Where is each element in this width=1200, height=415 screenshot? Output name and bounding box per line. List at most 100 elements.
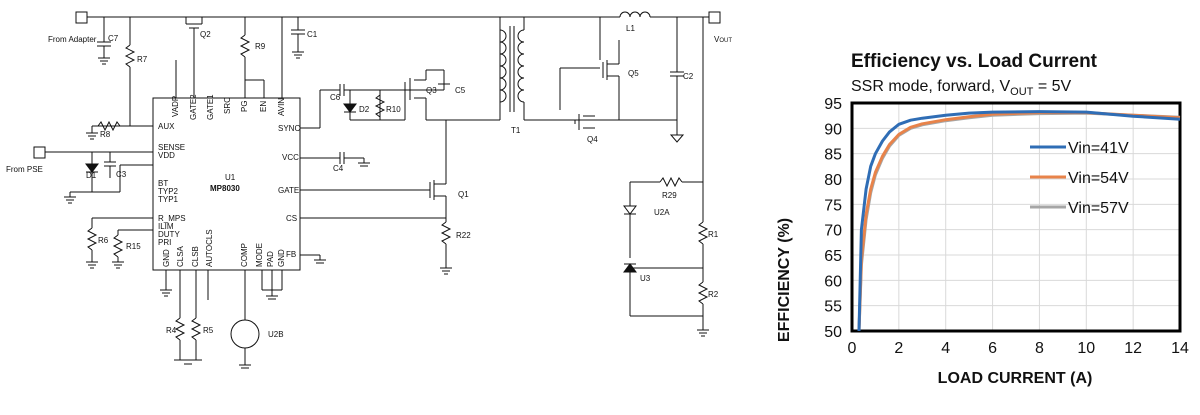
- x-tick-label-6: 12: [1124, 340, 1142, 357]
- plot-area: 50 55 60 65 70 75 80 85 90 95 0 2 4 6 8 10 12 14 Vin=41V Vi…: [824, 96, 1189, 357]
- label-c7: C7: [108, 34, 119, 43]
- pse-terminal: [33, 146, 46, 159]
- pin-gate1: GATE1: [206, 94, 215, 120]
- x-tick-label-1: 2: [894, 340, 903, 357]
- label-r15: R15: [126, 242, 141, 251]
- pin-pri: PRI: [158, 238, 171, 247]
- pin-cs: CS: [286, 214, 297, 223]
- x-tick-label-3: 6: [988, 340, 997, 357]
- y-tick-label-0: 50: [824, 324, 842, 341]
- pin-typ2: TYP2: [158, 187, 179, 196]
- adapter-terminal: [75, 11, 88, 24]
- y-tick-label-6: 80: [824, 172, 842, 189]
- x-tick-label-5: 10: [1077, 340, 1095, 357]
- pin-typ1: TYP1: [158, 195, 179, 204]
- pin-clsa: CLSA: [176, 245, 185, 267]
- y-tick-label-5: 75: [824, 197, 842, 214]
- u2b-phototransistor: [230, 319, 260, 349]
- pin-gate: GATE: [278, 186, 299, 195]
- label-c3: C3: [116, 170, 127, 179]
- label-t1: T1: [511, 126, 521, 135]
- ic-part-number: MP8030: [210, 184, 240, 193]
- pin-mode: MODE: [255, 243, 264, 267]
- label-r4: R4: [166, 326, 177, 335]
- x-tick-label-4: 8: [1035, 340, 1044, 357]
- pin-fb: FB: [286, 250, 296, 259]
- pin-autocls: AUTOCLS: [205, 229, 214, 267]
- y-tick-label-1: 55: [824, 299, 842, 316]
- label-q1: Q1: [458, 190, 469, 199]
- legend-label-0: Vin=41V: [1068, 140, 1129, 157]
- label-c5: C5: [455, 86, 466, 95]
- label-r7: R7: [137, 55, 148, 64]
- label-c6: C6: [330, 93, 341, 102]
- pin-pg: PG: [240, 100, 249, 112]
- chart-title: Efficiency vs. Load Current: [851, 51, 1098, 72]
- label-vout: VOUT: [714, 35, 732, 44]
- legend-label-1: Vin=54V: [1068, 170, 1129, 187]
- x-tick-label-2: 4: [941, 340, 950, 357]
- x-axis-title: LOAD CURRENT (A): [938, 370, 1093, 387]
- label-d1: D1: [86, 171, 97, 180]
- label-c4: C4: [333, 164, 344, 173]
- label-d2: D2: [359, 105, 370, 114]
- y-tick-label-3: 65: [824, 248, 842, 265]
- pin-src: SRC: [223, 97, 232, 114]
- label-q4: Q4: [587, 135, 598, 144]
- pin-bt: BT: [158, 179, 168, 188]
- label-l1: L1: [626, 24, 635, 33]
- legend-label-2: Vin=57V: [1068, 200, 1129, 217]
- x-tick-label-0: 0: [848, 340, 857, 357]
- label-q5: Q5: [628, 69, 639, 78]
- pin-gnd-2: GND: [277, 249, 286, 267]
- label-r1: R1: [708, 230, 719, 239]
- pin-en: EN: [259, 101, 268, 112]
- x-tick-label-7: 14: [1171, 340, 1189, 357]
- series-line-1: [857, 111, 1181, 332]
- y-tick-label-4: 70: [824, 223, 842, 240]
- pin-gate2: GATE2: [189, 94, 198, 120]
- series-line-2: [857, 111, 1181, 332]
- label-r29: R29: [662, 191, 677, 200]
- pin-sync: SYNC: [278, 124, 300, 133]
- label-q3: Q3: [426, 86, 437, 95]
- label-r10: R10: [386, 105, 401, 114]
- pin-vdd: VDD: [158, 151, 175, 160]
- series-line-0: [857, 110, 1181, 332]
- schematic-diagram: From Adapter From PSE VOUT U1 MP8030 VAD…: [6, 11, 732, 369]
- y-axis-title: EFFICIENCY (%): [776, 218, 793, 342]
- efficiency-chart: Efficiency vs. Load Current SSR mode, fo…: [776, 51, 1189, 387]
- pin-pad: PAD: [266, 251, 275, 267]
- label-r8: R8: [100, 130, 111, 139]
- label-c2: C2: [683, 72, 694, 81]
- label-r5: R5: [203, 326, 214, 335]
- label-from-adapter: From Adapter: [48, 35, 97, 44]
- label-r2: R2: [708, 290, 719, 299]
- y-tick-label-7: 85: [824, 147, 842, 164]
- label-u2a: U2A: [654, 208, 670, 217]
- pin-vadp: VADP: [171, 96, 180, 117]
- label-r6: R6: [98, 236, 109, 245]
- label-from-pse: From PSE: [6, 165, 43, 174]
- ic-body: [152, 97, 301, 271]
- pin-aux: AUX: [158, 122, 175, 131]
- y-tick-label-9: 95: [824, 96, 842, 113]
- plot-frame: [850, 101, 1182, 333]
- pin-avin: AVIN: [277, 98, 286, 116]
- pin-clsb: CLSB: [191, 246, 200, 267]
- pin-r-mps: R_MPS: [158, 214, 186, 223]
- ic-designator: U1: [225, 173, 236, 182]
- label-c1: C1: [307, 30, 318, 39]
- label-q2: Q2: [200, 30, 211, 39]
- pin-comp: COMP: [240, 243, 249, 267]
- label-r22: R22: [456, 231, 471, 240]
- chart-subtitle: SSR mode, forward, VOUT = 5V: [851, 78, 1072, 98]
- y-tick-label-2: 60: [824, 273, 842, 290]
- pin-gnd-1: GND: [162, 249, 171, 267]
- label-u3: U3: [640, 274, 651, 283]
- label-r9: R9: [255, 42, 266, 51]
- y-tick-label-8: 90: [824, 121, 842, 138]
- pin-sense: SENSE: [158, 143, 185, 152]
- label-u2b: U2B: [268, 330, 284, 339]
- pin-vcc: VCC: [282, 153, 299, 162]
